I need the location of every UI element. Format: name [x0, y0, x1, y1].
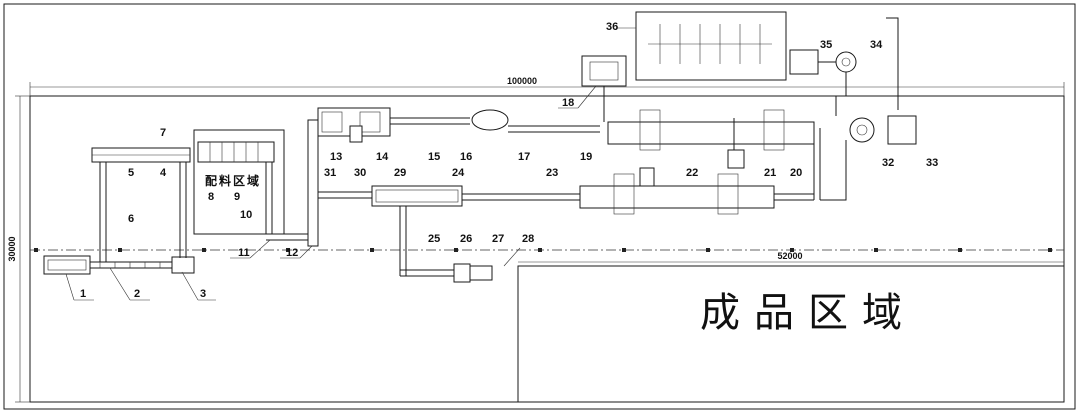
equipment-33: [887, 115, 917, 145]
dimension-52000: 52000: [518, 251, 1064, 263]
label-20: 20: [790, 167, 802, 179]
label-34: 34: [870, 39, 883, 51]
product-zone-box: [517, 265, 1065, 403]
conveyor-15: [390, 117, 470, 125]
conveyor-2: [90, 261, 180, 269]
label-36: 36: [606, 21, 618, 33]
equipment-3: [171, 256, 195, 274]
fan-32: [849, 117, 875, 143]
equipment-1: [43, 255, 91, 275]
dryer-drum-19: [607, 121, 815, 145]
elevator-12: [307, 119, 319, 247]
label-21: 21: [764, 167, 776, 179]
equipment-24: [371, 185, 463, 207]
callout-labels: 1 2 3 4 5 6 7 8 9 10 11 12 13 14 15 16 1…: [80, 21, 938, 300]
label-18: 18: [562, 97, 574, 109]
label-6: 6: [128, 213, 134, 225]
label-7: 7: [160, 127, 166, 139]
dimension-100000: 100000: [29, 76, 1065, 96]
dimension-product-zone: 52000: [777, 251, 802, 261]
equipment-36: [635, 11, 787, 81]
conveyor-23: [462, 193, 580, 201]
label-13: 13: [330, 151, 342, 163]
label-10: 10: [240, 209, 252, 221]
equipment-27: [453, 263, 471, 283]
dimension-30000: 30000: [7, 95, 30, 403]
equipment-14: [349, 125, 363, 143]
label-27: 27: [492, 233, 504, 245]
label-16: 16: [460, 151, 472, 163]
elevator-20: [813, 128, 821, 200]
label-14: 14: [376, 151, 389, 163]
drawing-frame: [3, 3, 1076, 410]
label-12: 12: [286, 247, 298, 259]
drum-drive: [727, 149, 745, 169]
cooler-drive: [639, 167, 655, 187]
label-17: 17: [518, 151, 530, 163]
dimension-total-length: 100000: [507, 76, 537, 86]
label-22: 22: [686, 167, 698, 179]
cooler-drum-22: [579, 185, 775, 209]
label-15: 15: [428, 151, 440, 163]
label-4: 4: [160, 167, 167, 179]
conveyor-17: [508, 125, 600, 133]
label-24: 24: [452, 167, 465, 179]
label-23: 23: [546, 167, 558, 179]
label-2: 2: [134, 288, 140, 300]
label-30: 30: [354, 167, 366, 179]
label-19: 19: [580, 151, 592, 163]
center-line-dots: [34, 248, 1052, 252]
label-1: 1: [80, 288, 86, 300]
conveyor-25: [399, 206, 454, 277]
equipment-35: [789, 49, 819, 75]
label-25: 25: [428, 233, 440, 245]
conveyor-10: [265, 162, 310, 241]
leader-lines: [65, 27, 636, 301]
label-3: 3: [200, 288, 206, 300]
label-26: 26: [460, 233, 472, 245]
label-31: 31: [324, 167, 336, 179]
elevator-6: [99, 160, 107, 262]
equipment-8-bins: [197, 141, 275, 163]
equipment-16: [471, 109, 509, 131]
conveyor-21: [774, 193, 814, 201]
fan-34: [835, 51, 857, 73]
label-29: 29: [394, 167, 406, 179]
duct-upper: [818, 17, 899, 110]
equipment-28: [469, 265, 493, 281]
label-5: 5: [128, 167, 134, 179]
dimension-total-width: 30000: [7, 236, 17, 261]
label-8: 8: [208, 191, 214, 203]
label-33: 33: [926, 157, 938, 169]
elevator-4: [179, 160, 187, 258]
product-zone-label: 成品区域: [700, 290, 916, 336]
label-9: 9: [234, 191, 240, 203]
label-32: 32: [882, 157, 894, 169]
equipment-18: [581, 55, 627, 87]
batching-area: [193, 129, 285, 235]
conveyor-31: [318, 191, 372, 199]
label-11: 11: [238, 247, 250, 259]
label-28: 28: [522, 233, 534, 245]
label-35: 35: [820, 39, 832, 51]
batching-zone-label: 配料区域: [205, 173, 261, 188]
duct-cooler: [820, 96, 847, 201]
